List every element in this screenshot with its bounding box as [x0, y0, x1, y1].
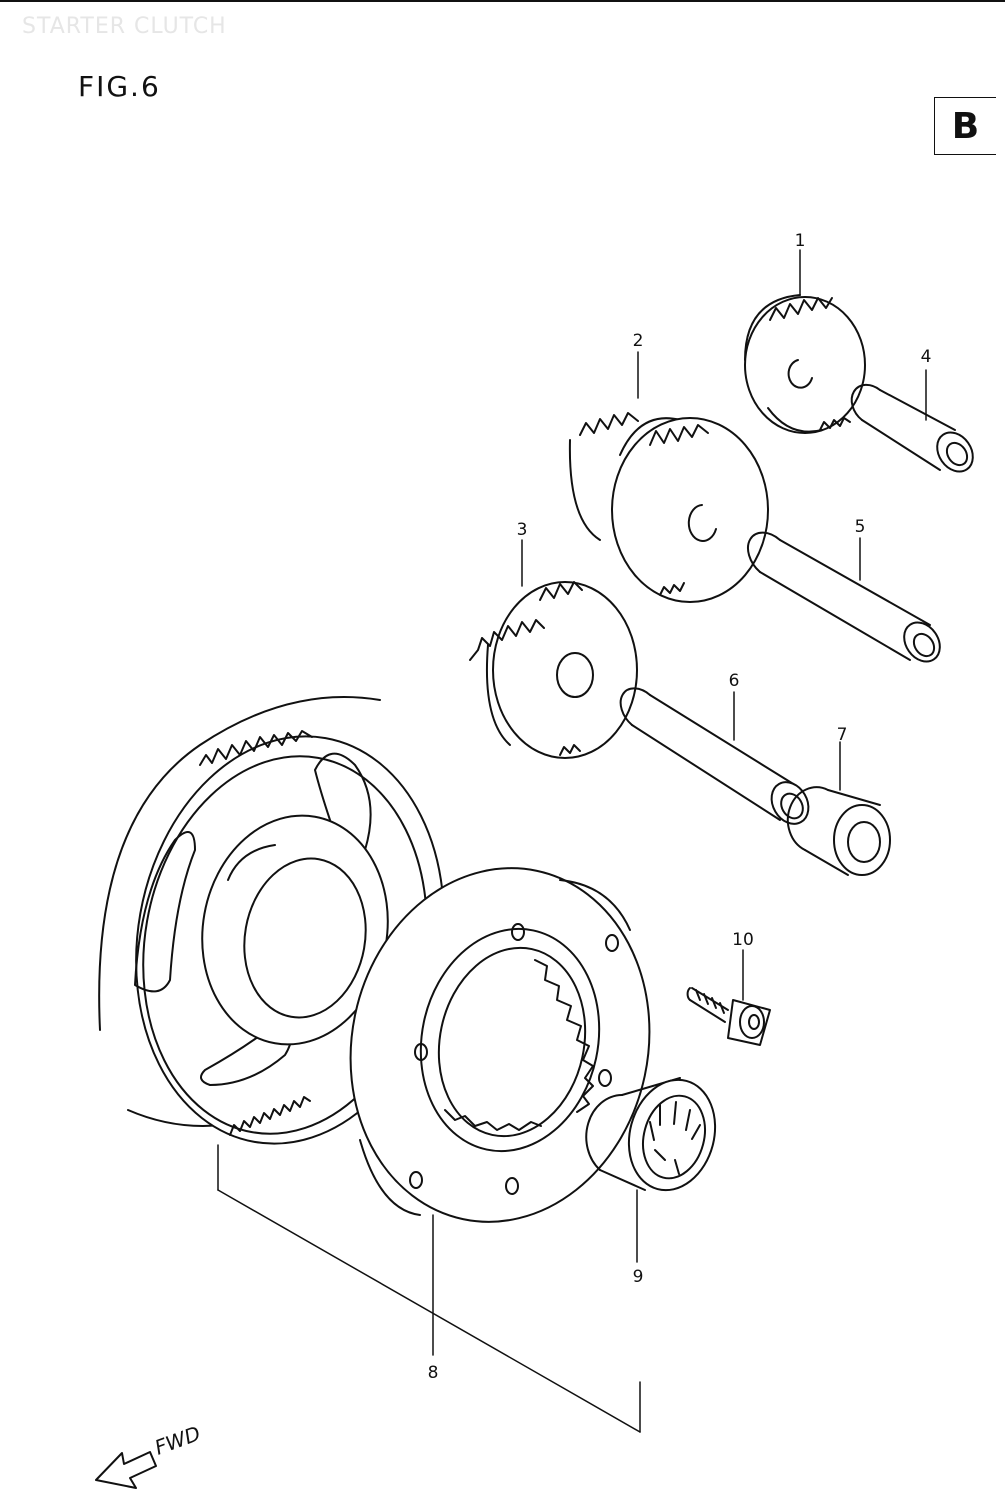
- part-6-shaft: [619, 687, 810, 825]
- top-border-line: [0, 0, 1005, 2]
- callout-9: 9: [633, 1267, 644, 1287]
- part-5-shaft: [746, 531, 941, 663]
- part-9-bearing: [585, 1077, 717, 1192]
- callout-1: 1: [795, 231, 806, 251]
- part-1-gear: [744, 294, 866, 434]
- callout-8: 8: [428, 1363, 439, 1383]
- figure-title: FIG.6: [78, 70, 161, 103]
- callout-4: 4: [921, 347, 932, 367]
- callout-3: 3: [517, 520, 528, 540]
- part-4-shaft: [850, 383, 974, 473]
- forward-label: FWD: [152, 1421, 204, 1460]
- leader-lines: [217, 249, 927, 1433]
- part-7-bushing: [786, 786, 891, 876]
- part-10-screw: [686, 987, 771, 1046]
- callout-5: 5: [855, 517, 866, 537]
- callout-labels: 1 2 3 4 5 6 7 8 9 10: [428, 231, 932, 1383]
- section-badge: B: [934, 97, 996, 155]
- part-8-clutch-housing: [349, 867, 651, 1223]
- part-3-gear: [469, 581, 638, 759]
- callout-10: 10: [732, 930, 754, 950]
- callout-7: 7: [837, 725, 848, 745]
- forward-arrow-icon: [95, 1451, 157, 1489]
- callout-6: 6: [729, 671, 740, 691]
- faded-title: STARTER CLUTCH: [22, 14, 227, 39]
- part-2-gear: [568, 412, 769, 603]
- callout-2: 2: [633, 331, 644, 351]
